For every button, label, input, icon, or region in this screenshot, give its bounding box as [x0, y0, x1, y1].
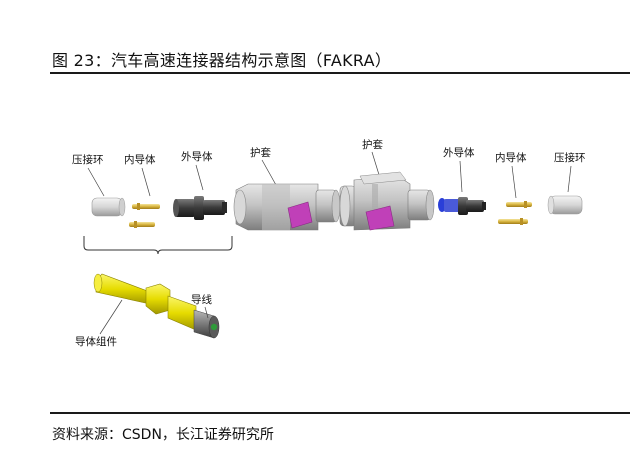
- label-left-housing: 护套: [250, 146, 271, 159]
- label-left-outer-conductor: 外导体: [181, 151, 213, 163]
- label-right-outer-conductor: 外导体: [443, 147, 475, 159]
- label-right-housing: 护套: [362, 138, 383, 151]
- left-crimp-ring: [91, 197, 126, 217]
- left-outer-conductor: [173, 196, 227, 220]
- right-inner-conductor: [498, 201, 532, 225]
- bottom-rule: [50, 412, 630, 414]
- leader-wire: [204, 306, 209, 319]
- figure-title: 图 23：汽车高速连接器结构示意图（FAKRA）: [52, 51, 392, 70]
- right-housing: [339, 171, 435, 231]
- right-crimp-ring: [547, 195, 583, 215]
- leader-lines: [87, 151, 572, 199]
- left-inner-conductor: [129, 203, 160, 228]
- label-right-crimp-ring: 压接环: [554, 151, 586, 164]
- connector-diagram: 压接环 内导体 外导体 护套 护套 外导体 内导体 压接环: [72, 138, 586, 348]
- wire-core: [210, 323, 218, 331]
- label-right-inner-conductor: 内导体: [495, 151, 527, 164]
- source-note: 资料来源：CSDN，长江证券研究所: [52, 427, 274, 443]
- left-housing-latch: [287, 201, 313, 229]
- right-housing-latch: [365, 205, 395, 231]
- grouping-bracket: [83, 236, 233, 255]
- title-rule: [50, 72, 630, 74]
- label-conductor-assembly: 导体组件: [75, 335, 117, 348]
- label-left-crimp-ring: 压接环: [72, 153, 104, 166]
- left-housing: [233, 183, 341, 231]
- right-outer-conductor: [438, 197, 486, 215]
- leader-conductor-assembly: [99, 299, 123, 335]
- label-wire: 导线: [191, 293, 212, 306]
- conductor-assembly: [93, 273, 220, 339]
- label-left-inner-conductor: 内导体: [124, 153, 156, 166]
